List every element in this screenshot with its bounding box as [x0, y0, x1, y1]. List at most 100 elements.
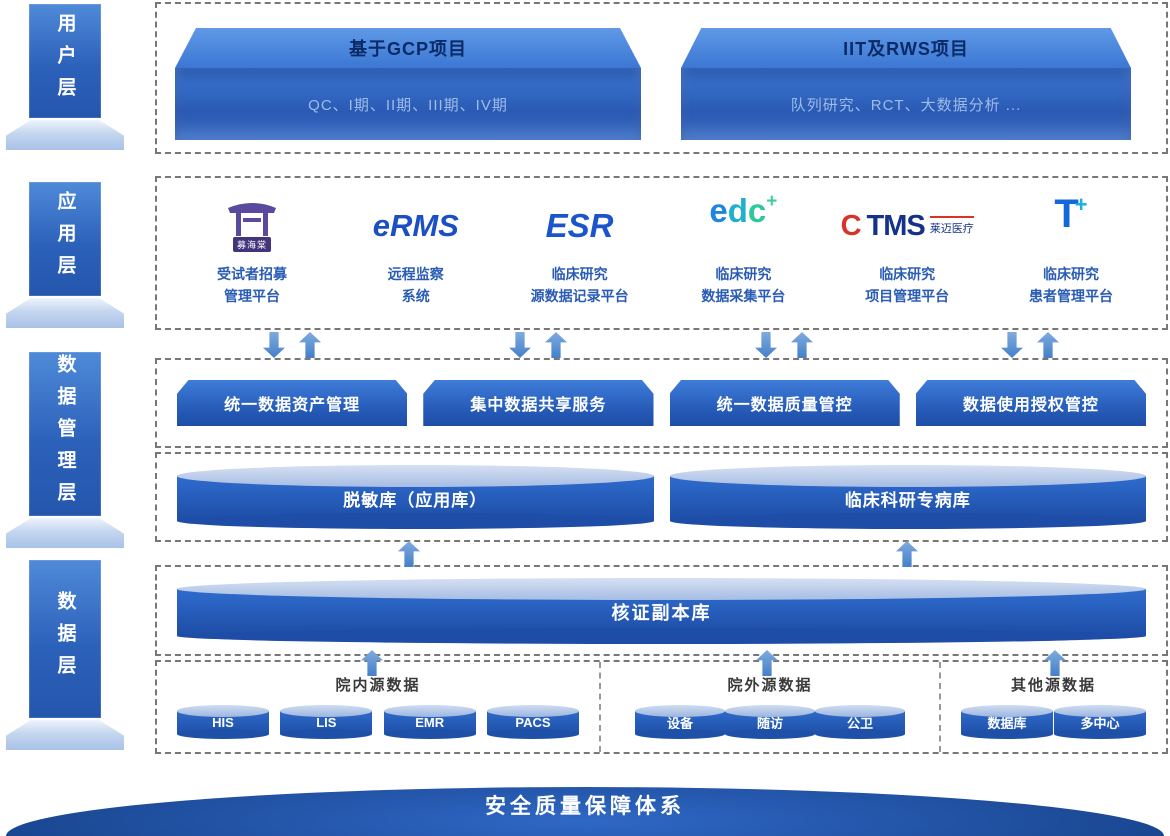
- dm-box-quality-control: 统一数据质量管控: [669, 380, 900, 426]
- multicenter-cylinder: 多中心: [1054, 705, 1146, 739]
- tplus-logo-plus: +: [1074, 192, 1088, 217]
- layer-box-data: 数据层: [29, 560, 101, 718]
- layer-label-user-text: 用户层: [54, 13, 76, 109]
- layer-pedestal: [6, 518, 124, 548]
- publichealth-cylinder: 公卫: [815, 705, 905, 739]
- arrow-down-icon: [263, 332, 285, 358]
- followup-cylinder: 随访: [725, 705, 815, 739]
- emr-cylinder: EMR: [383, 705, 476, 739]
- core-database-section: 核证副本库: [155, 565, 1168, 656]
- hospital-source-title: 院内源数据: [335, 677, 421, 694]
- hospital-source-group: 院内源数据 HIS LIS EMR PACS: [157, 662, 599, 752]
- certified-copy-database-label: 核证副本库: [177, 588, 1146, 636]
- security-assurance-title: 安全质量保障体系: [485, 795, 685, 818]
- layer-box-user: 用户层: [29, 4, 101, 118]
- external-source-group: 院外源数据 设备 随访 公卫: [599, 662, 939, 752]
- followup-label: 随访: [725, 711, 815, 734]
- edc-logo-e: e: [709, 192, 728, 229]
- clinical-research-database-label: 临床科研专病库: [669, 476, 1146, 521]
- user-layer-section: 基于GCP项目 QC、I期、II期、III期、IV期 IIT及RWS项目 队列研…: [155, 2, 1168, 154]
- arrow-down-icon: [1001, 332, 1023, 358]
- recruitment-logo-text: 募海棠: [232, 237, 271, 252]
- layer-box-data-management: 数据管理层: [29, 352, 101, 516]
- arrow-up-icon: [1037, 332, 1059, 358]
- external-source-title: 院外源数据: [727, 677, 813, 694]
- edc-logo-d: d: [727, 192, 748, 229]
- multicenter-label: 多中心: [1054, 711, 1146, 734]
- pacs-cylinder: PACS: [486, 705, 579, 739]
- app-erms: eRMS 远程监察 系统: [337, 194, 495, 307]
- arrow-up-icon: [791, 332, 813, 358]
- device-cylinder: 设备: [635, 705, 725, 739]
- layer-label-user: 用户层: [6, 4, 124, 150]
- esr-logo: ESR: [546, 194, 614, 258]
- desensitized-database-cylinder: 脱敏库（应用库）: [177, 465, 654, 529]
- app-tplus: T+ 临床研究 患者管理平台: [992, 194, 1150, 307]
- certified-copy-database-cylinder: 核证副本库: [177, 577, 1146, 644]
- layer-label-data-management-text: 数据管理层: [54, 354, 76, 514]
- gcp-project-subtitle: QC、I期、II期、III期、IV期: [308, 96, 508, 114]
- app-tplus-label: 临床研究 患者管理平台: [1028, 266, 1113, 304]
- database-cylinder: 数据库: [961, 705, 1053, 739]
- gcp-project-title: 基于GCP项目: [348, 39, 467, 59]
- layer-pedestal: [6, 720, 124, 750]
- layer-label-application: 应用层: [6, 182, 124, 328]
- data-flow-arrows: [509, 332, 567, 358]
- other-source-title: 其他源数据: [1010, 677, 1096, 694]
- database-label: 数据库: [961, 711, 1053, 734]
- layer-label-data-management: 数据管理层: [6, 352, 124, 548]
- dm-box-asset-management: 统一数据资产管理: [177, 380, 408, 426]
- data-flow-arrows: [1001, 332, 1059, 358]
- arrow-up-icon: [545, 332, 567, 358]
- recruitment-logo: 募海棠: [226, 194, 278, 258]
- device-label: 设备: [635, 711, 725, 734]
- arrow-down-icon: [509, 332, 531, 358]
- data-flow-arrows: [263, 332, 321, 358]
- external-source-row: 设备 随访 公卫: [601, 705, 939, 739]
- ctms-logo-c: C: [840, 209, 862, 242]
- lis-label: LIS: [280, 711, 373, 734]
- arrow-up-icon: [896, 541, 918, 567]
- emr-label: EMR: [383, 711, 476, 734]
- hospital-source-row: HIS LIS EMR PACS: [157, 705, 599, 739]
- iit-rws-project-platform: IIT及RWS项目 队列研究、RCT、大数据分析 ...: [681, 28, 1131, 140]
- tplus-logo-t: T: [1054, 192, 1079, 236]
- platform-top-face: 基于GCP项目: [175, 28, 641, 68]
- application-layer-section: 募海棠 受试者招募 管理平台 eRMS 远程监察 系统 ESR 临床研究 源数据…: [155, 176, 1168, 330]
- esr-logo-text: ESR: [545, 207, 614, 244]
- arrow-down-icon: [755, 332, 777, 358]
- other-source-row: 数据库 多中心: [941, 705, 1166, 739]
- data-management-services-section: 统一数据资产管理 集中数据共享服务 统一数据质量管控 数据使用授权管控: [155, 358, 1168, 448]
- recruitment-gate-icon: [228, 203, 276, 236]
- layer-label-data-text: 数据层: [54, 591, 76, 687]
- erms-logo: eRMS: [373, 194, 459, 258]
- iit-rws-project-subtitle: 队列研究、RCT、大数据分析 ...: [790, 96, 1022, 114]
- layer-label-data: 数据层: [6, 560, 124, 750]
- gcp-project-platform: 基于GCP项目 QC、I期、II期、III期、IV期: [175, 28, 641, 140]
- edc-logo-c: c: [747, 192, 767, 229]
- data-flow-arrows: [755, 332, 813, 358]
- dm-box-sharing-service: 集中数据共享服务: [423, 380, 654, 426]
- tplus-logo: T+: [1054, 194, 1087, 258]
- erms-logo-text: eRMS: [372, 208, 459, 243]
- app-recruitment: 募海棠 受试者招募 管理平台: [173, 194, 331, 307]
- clinical-research-database-cylinder: 临床科研专病库: [669, 465, 1146, 529]
- source-data-section: 院内源数据 HIS LIS EMR PACS 院外源数据 设备 随访 公卫 其他…: [155, 660, 1168, 754]
- arrow-up-icon: [299, 332, 321, 358]
- his-cylinder: HIS: [177, 705, 269, 739]
- layer-pedestal: [6, 298, 124, 328]
- publichealth-label: 公卫: [815, 711, 905, 734]
- data-management-databases-section: 脱敏库（应用库） 临床科研专病库: [155, 452, 1168, 542]
- pacs-label: PACS: [486, 711, 579, 734]
- ctms-logo-company: 莱迈医疗: [929, 216, 974, 236]
- lis-cylinder: LIS: [280, 705, 373, 739]
- app-esr: ESR 临床研究 源数据记录平台: [501, 194, 659, 307]
- dm-box-authorization-control: 数据使用授权管控: [915, 380, 1146, 426]
- arrow-up-icon: [398, 541, 420, 567]
- layer-box-application: 应用层: [29, 182, 101, 296]
- app-recruitment-label: 受试者招募 管理平台: [217, 266, 287, 304]
- desensitized-database-label: 脱敏库（应用库）: [177, 476, 654, 521]
- other-source-group: 其他源数据 数据库 多中心: [939, 662, 1166, 752]
